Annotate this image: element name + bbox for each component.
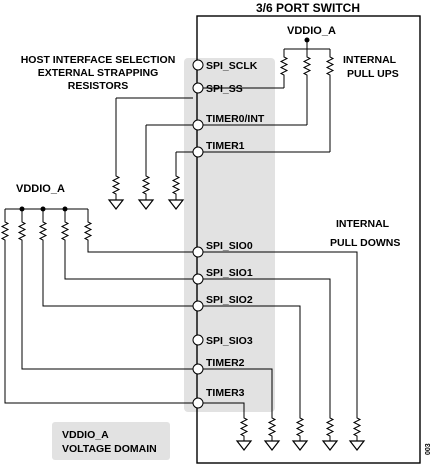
ground-icon [168,199,184,210]
pin-label-spi-sio2: SPI_SIO2 [206,294,253,306]
ground-icon [138,199,154,210]
pin-timer2: TIMER2 [192,357,245,375]
pin-timer1: TIMER1 [192,140,245,158]
ground-icon [108,199,124,210]
pin-spi-ss: SPI_SS [192,82,243,95]
ground-icon [236,440,252,451]
figure-code: 003 [425,443,432,455]
pin-label-spi-sio0: SPI_SIO0 [206,240,253,252]
ground-icon [292,440,308,451]
ground-icon [349,440,365,451]
host-note-3: RESISTORS [68,80,129,92]
domain-legend-line1: VDDIO_A [62,429,109,441]
pin-spi-sio1: SPI_SIO1 [192,267,253,285]
pull-downs-note-1: INTERNAL [336,218,390,230]
pin-label-spi-sio1: SPI_SIO1 [206,267,253,279]
switch-chip-outline [196,15,421,464]
domain-legend-box [52,422,170,460]
pin-label-spi-sio3: SPI_SIO3 [206,335,253,347]
external-pull-up-resistors [0,208,193,404]
pin-spi-sio3: SPI_SIO3 [192,334,253,347]
pin-label-timer2: TIMER2 [206,357,245,369]
pin-timer3: TIMER3 [192,387,245,409]
domain-band [184,58,275,412]
pin-spi-sio0: SPI_SIO0 [192,240,253,258]
rail-label-top: VDDIO_A [287,25,336,37]
pin-label-spi-ss: SPI_SS [206,83,243,95]
pull-downs-note-2: PULL DOWNS [330,237,400,249]
pin-label-spi-sclk: SPI_SCLK [206,60,258,72]
pull-ups-note-1: INTERNAL [343,54,397,66]
rail-node [62,206,68,212]
rail-node [40,206,46,212]
rail-node [19,206,25,212]
external-strapping-resistors [111,97,193,200]
chip-title: 3/6 PORT SWITCH [256,1,360,15]
pin-label-timer0-int: TIMER0/INT [206,113,265,125]
host-note-1: HOST INTERFACE SELECTION [21,54,176,66]
vddio-node-top [304,37,310,43]
pin-label-timer1: TIMER1 [206,140,245,152]
pin-label-timer3: TIMER3 [206,387,245,399]
pin-spi-sio2: SPI_SIO2 [192,294,253,312]
pin-timer0-int: TIMER0/INT [192,113,265,131]
domain-legend-line2: VOLTAGE DOMAIN [62,443,157,455]
ground-icon [322,440,338,451]
host-note-2: EXTERNAL STRAPPING [38,67,159,79]
pull-ups-note-2: PULL UPS [347,68,399,80]
rail-label-left: VDDIO_A [16,183,65,195]
internal-pull-ups [203,40,335,153]
internal-pull-downs [203,251,362,441]
pin-spi-sclk: SPI_SCLK [192,59,258,72]
ground-icon [264,440,280,451]
